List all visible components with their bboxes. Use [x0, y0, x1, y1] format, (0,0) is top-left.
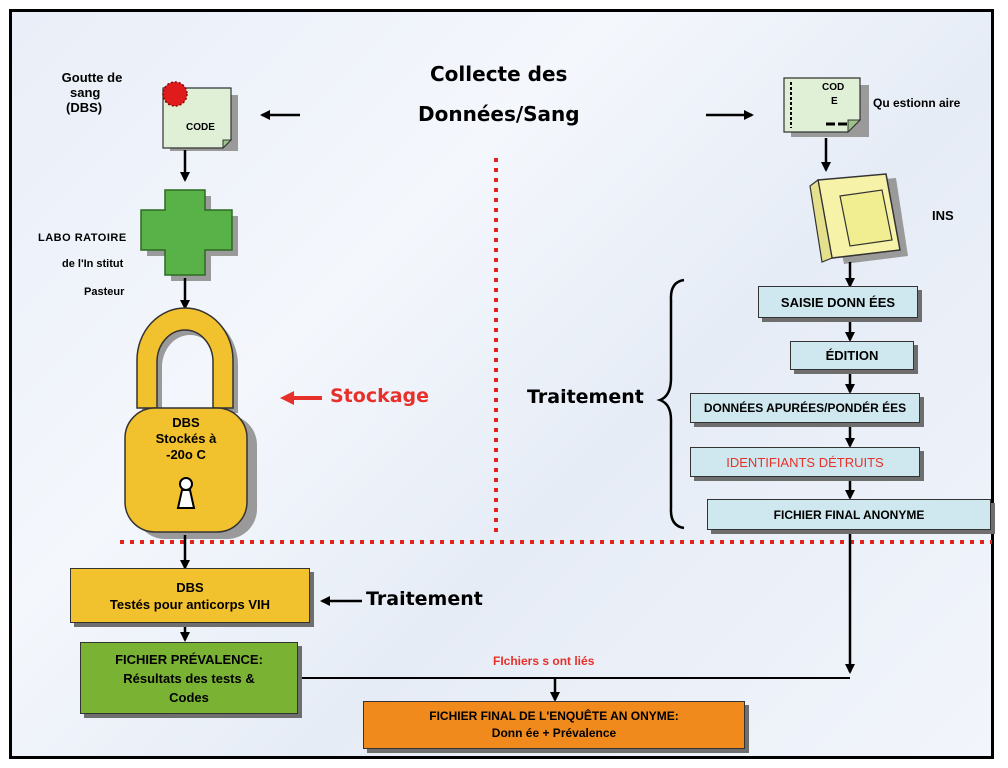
blood-drop-label-1: Goutte de — [61, 70, 123, 85]
prevalence-3: Codes — [169, 689, 209, 705]
doc-code-1: COD — [822, 82, 845, 93]
storage-label: Stockage — [330, 385, 430, 407]
step-fichier-final-anonyme: FICHIER FINAL ANONYME — [707, 499, 991, 530]
lab-label-1: LABO RATOIRE — [38, 232, 127, 244]
padlock-icon — [124, 307, 257, 539]
final-2: Donn ée + Prévalence — [491, 726, 617, 740]
step-donnees-apurees: DONNÉES APURÉES/PONDÉR ÉES — [690, 393, 920, 423]
prevalence-1: FICHIER PRÉVALENCE: — [115, 651, 263, 667]
lock-text-1: DBS — [172, 415, 200, 430]
step-saisie: SAISIE DONN ÉES — [758, 286, 918, 318]
traitement-brace — [656, 278, 685, 530]
header-line-2: Données/Sang — [418, 102, 580, 126]
doc-code-2: E — [831, 96, 838, 107]
blood-drop-label-2: sang — [70, 85, 101, 100]
final-anonymous-box: FICHIER FINAL DE L'ENQUÊTE AN ONYME: Don… — [363, 701, 745, 749]
prevalence-2: Résultats des tests & — [123, 670, 255, 686]
lock-text: DBS Stockés à -20o C — [130, 415, 242, 463]
card-code-text: CODE — [186, 122, 215, 133]
dbs-test-2: Testés pour anticorps VIH — [109, 596, 271, 612]
questionnaire-label: Qu estionn aire — [873, 96, 961, 110]
lab-label-3: Pasteur — [84, 286, 125, 298]
step-identifiants-detruits: IDENTIFIANTS DÉTRUITS — [690, 447, 920, 477]
step-edition: ÉDITION — [790, 341, 914, 370]
blood-sample-card-icon — [162, 81, 238, 151]
laboratory-cross-icon — [140, 189, 238, 281]
header-line-1: Collecte des — [430, 62, 568, 86]
dbs-test-box: DBS Testés pour anticorps VIH — [70, 568, 310, 623]
blood-drop-label-3: (DBS) — [66, 100, 103, 115]
blood-drop-label: Goutte de sang (DBS) — [52, 70, 132, 115]
linked-label: FIchiers s ont liés — [493, 654, 595, 668]
lab-label-2: de l'In stitut — [62, 258, 124, 270]
final-1: FICHIER FINAL DE L'ENQUÊTE AN ONYME: — [429, 709, 679, 723]
questionnaire-document-icon — [783, 77, 869, 137]
prevalence-box: FICHIER PRÉVALENCE: Résultats des tests … — [80, 642, 298, 714]
ins-label: INS — [932, 208, 954, 223]
lock-text-3: -20o C — [166, 447, 206, 462]
traitement-right-label: Traitement — [527, 386, 644, 408]
lock-text-2: Stockés à — [155, 431, 217, 446]
traitement-bottom-label: Traitement — [366, 588, 483, 610]
computer-monitor-icon — [809, 173, 908, 264]
dbs-test-1: DBS — [176, 579, 204, 595]
